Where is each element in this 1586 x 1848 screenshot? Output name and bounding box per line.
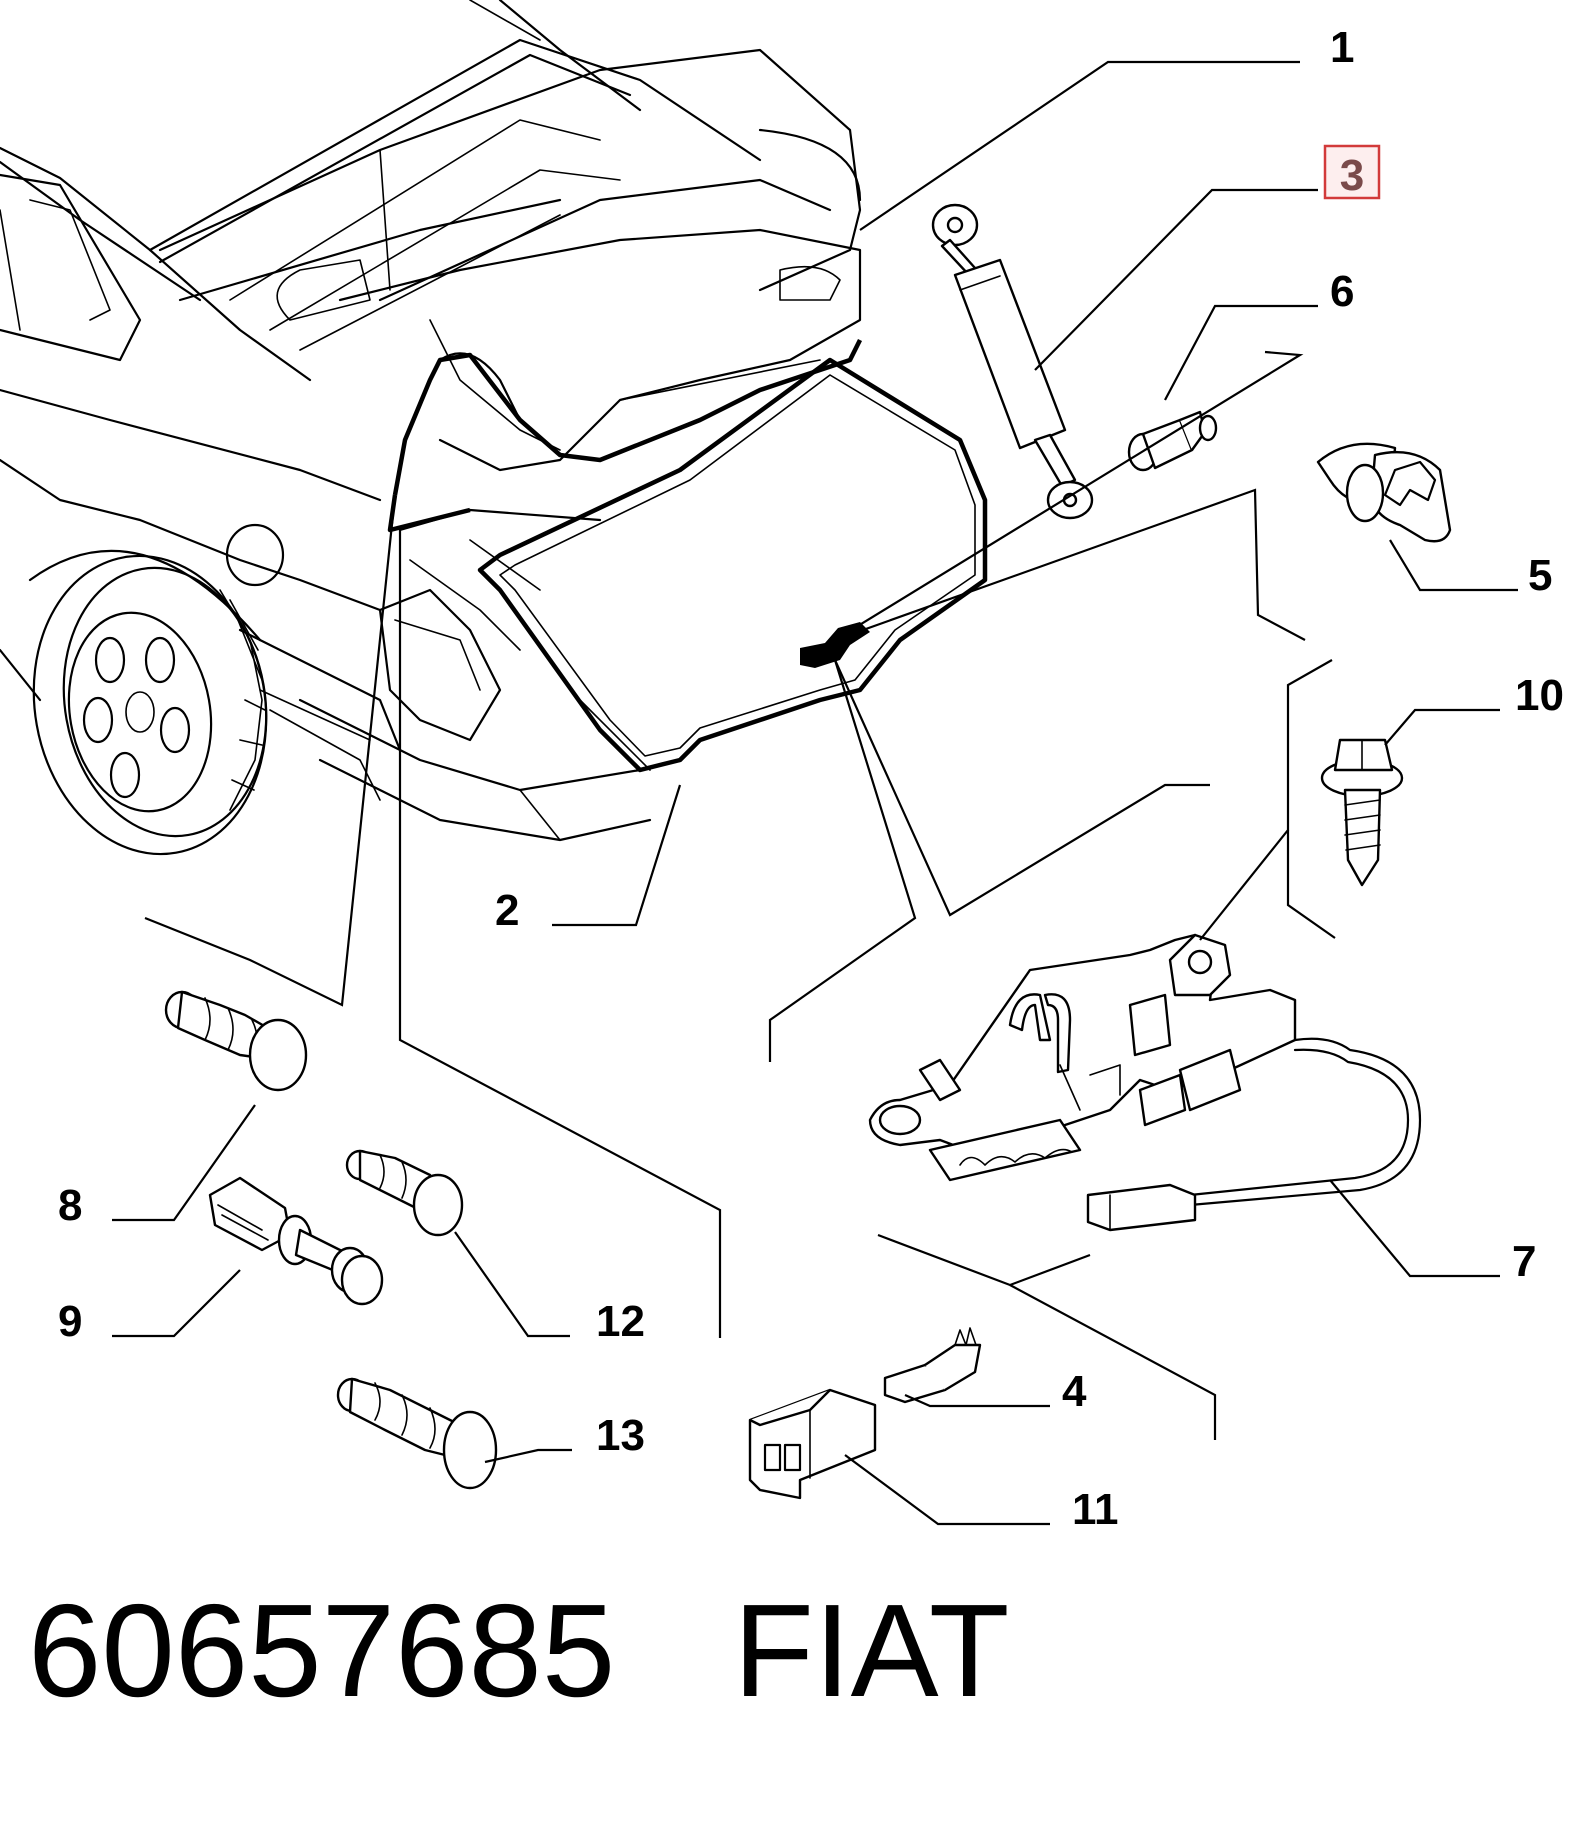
rubber-plug-part-8 — [164, 990, 308, 1092]
gas-strut-part-3 — [931, 203, 1094, 520]
trunk-seal-part-2 — [477, 357, 988, 773]
rubber-plug-part-12 — [345, 1149, 464, 1237]
callout-labels: 1 3 6 5 10 2 7 8 9 12 13 4 11 — [58, 23, 1564, 1534]
clip-part-5 — [1316, 442, 1452, 543]
callout-10: 10 — [1515, 671, 1564, 720]
connector-part-11 — [748, 1388, 877, 1500]
leader-lines — [112, 60, 1518, 1526]
callout-5: 5 — [1528, 551, 1552, 600]
callout-8: 8 — [58, 1181, 82, 1230]
callout-3-highlight-box — [1323, 144, 1381, 200]
callout-2: 2 — [495, 886, 519, 935]
callout-9: 9 — [58, 1297, 82, 1346]
car-body-drawing — [0, 0, 988, 856]
callout-3: 3 — [1340, 151, 1364, 200]
callout-1: 1 — [1330, 23, 1354, 72]
bumper-stop-part-6 — [1127, 410, 1218, 472]
callout-12: 12 — [596, 1297, 645, 1346]
screw-part-10 — [1320, 738, 1404, 887]
push-pin-part-9 — [208, 1176, 384, 1306]
part-number: 60657685 — [28, 1577, 616, 1724]
callout-11: 11 — [1072, 1485, 1119, 1534]
callout-13: 13 — [596, 1411, 645, 1460]
rear-wheel — [28, 549, 268, 856]
terminal-part-4 — [883, 1327, 982, 1404]
trunk-lock-part-7 — [868, 933, 1422, 1232]
brand-name: FIAT — [733, 1577, 1010, 1724]
callout-7: 7 — [1512, 1237, 1536, 1286]
callout-4: 4 — [1062, 1367, 1087, 1416]
callout-6: 6 — [1330, 267, 1354, 316]
rubber-plug-part-13 — [336, 1377, 498, 1490]
